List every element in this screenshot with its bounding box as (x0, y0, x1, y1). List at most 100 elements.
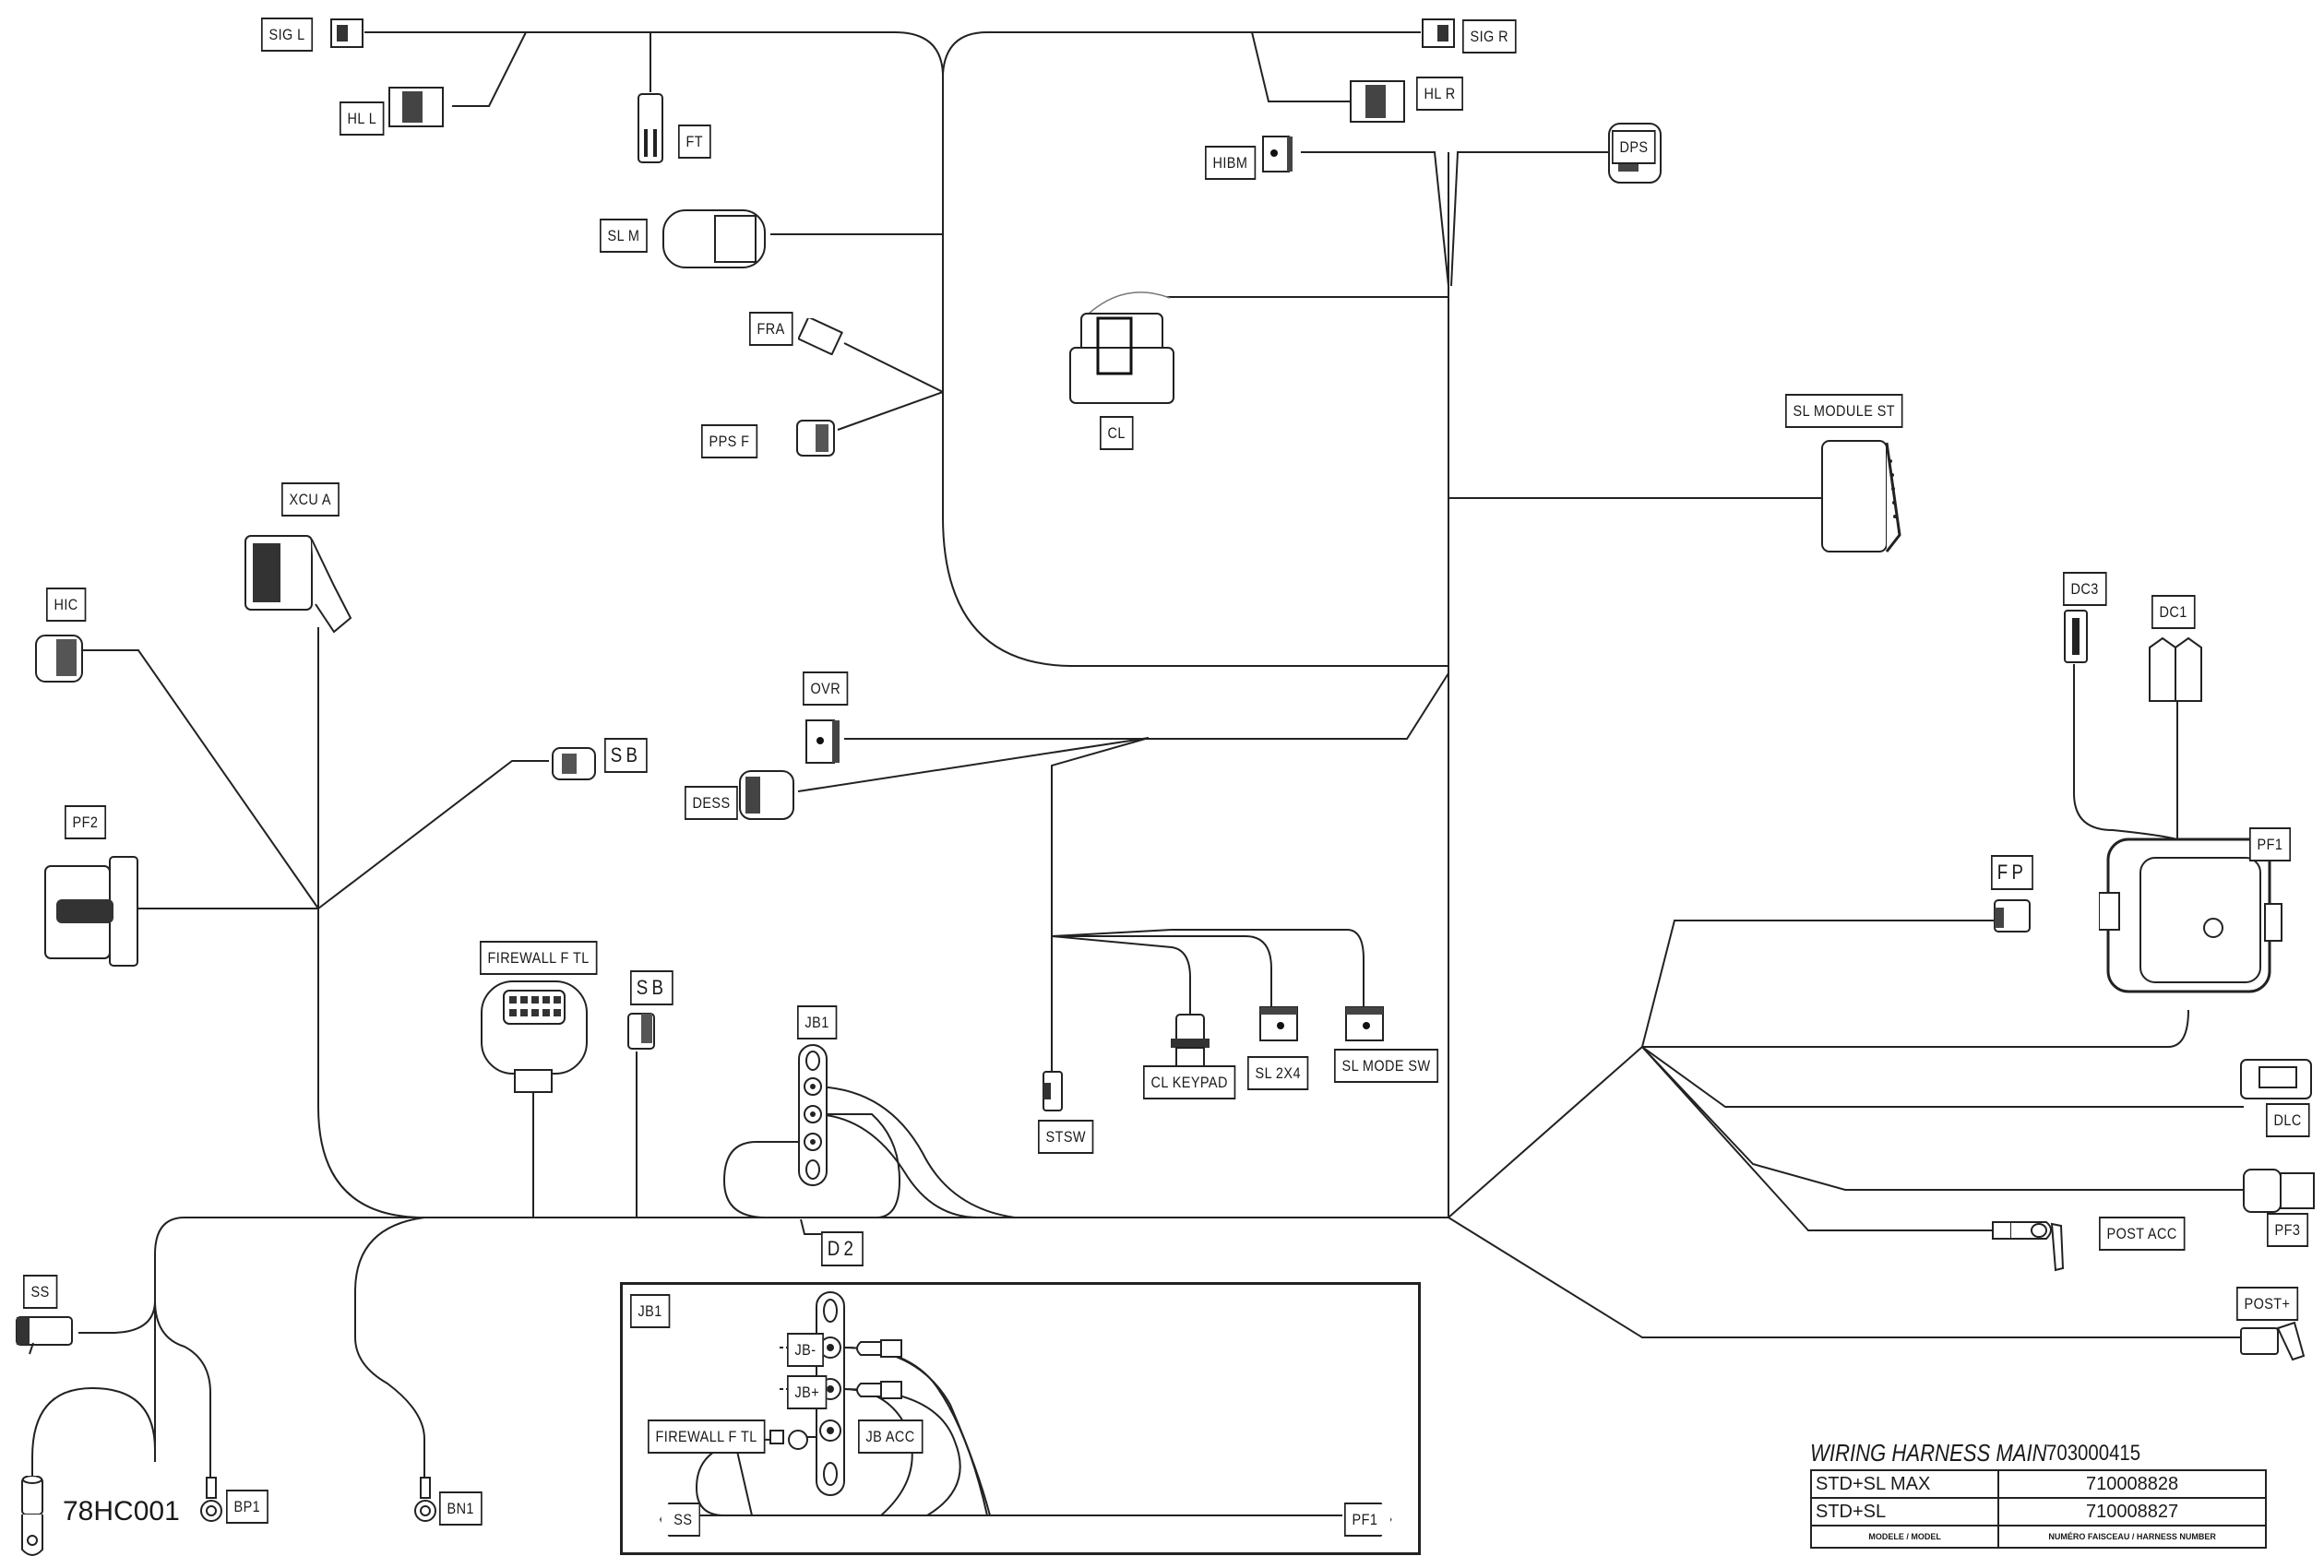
wire-post-plus (1448, 1217, 2242, 1338)
wire-fan (1448, 1046, 1643, 1218)
label-stsw: STSW (1038, 1120, 1094, 1154)
wire-jb1-a (811, 1086, 1016, 1218)
wire-hibm (1301, 151, 1449, 287)
pps-f-connector-icon (793, 415, 840, 463)
inset-ref-ss: SS (660, 1503, 700, 1537)
wire-hl-l (452, 31, 527, 107)
fp-connector-icon (1991, 895, 2035, 939)
label-sb-lower: SB (630, 970, 674, 1005)
sb-lower-connector-icon (625, 1008, 660, 1054)
model-cell: STD+SL MAX (1809, 1469, 2000, 1499)
sig-l-connector-icon (328, 14, 366, 53)
model-cell: STD+SL (1809, 1497, 2000, 1526)
wire-stsw (1051, 737, 1150, 1079)
label-hibm: HIBM (1205, 146, 1256, 180)
label-pf2: PF2 (65, 805, 106, 839)
label-hl-r: HL R (1416, 77, 1464, 111)
sl-module-st-connector-icon (1804, 434, 1905, 558)
wire-dess (797, 737, 1150, 792)
wire-hic (74, 649, 319, 909)
wire-battery-loop (31, 1386, 156, 1476)
jb1-junction-block-icon (796, 1042, 829, 1190)
title-block-table: STD+SL MAX 710008828 STD+SL 710008827 MO… (1809, 1469, 2267, 1549)
sb-upper-connector-icon (549, 742, 602, 787)
sl-m-connector-icon (660, 203, 770, 277)
label-fp: FP (1991, 855, 2034, 890)
label-sig-r: SIG R (1462, 19, 1517, 53)
title-block-row: STD+SL 710008827 (1809, 1497, 2267, 1526)
xcu-a-connector-icon (242, 530, 357, 636)
label-hic: HIC (46, 588, 87, 622)
post-acc-ring-terminal-icon (1991, 1204, 2074, 1277)
label-firewall-f-tl: FIREWALL F TL (480, 941, 598, 975)
dc1-connector-icon (2146, 636, 2205, 703)
label-pps-f: PPS F (701, 424, 757, 458)
wire-sb-upper (317, 760, 549, 909)
wire-dlc (1641, 1046, 2244, 1108)
label-sl-2x4: SL 2X4 (1247, 1056, 1309, 1090)
wire-cl-keypad (1051, 935, 1191, 1024)
pf1-fuse-box-icon (2099, 830, 2283, 1001)
cl-connector-icon (1061, 281, 1181, 406)
wire-sl-2x4 (1052, 935, 1272, 1010)
hl-r-connector-icon (1347, 74, 1412, 129)
dlc-connector-icon (2237, 1056, 2316, 1102)
inset-label-jb-minus: JB- (787, 1333, 824, 1367)
label-jb1: JB1 (797, 1005, 838, 1039)
pf2-connector-icon (42, 853, 143, 971)
stsw-connector-icon (1040, 1070, 1066, 1114)
label-post-plus: POST+ (2236, 1287, 2298, 1321)
wire-post-acc (1641, 1046, 1993, 1231)
label-dc3: DC3 (2063, 572, 2107, 606)
label-bp1: BP1 (226, 1490, 268, 1524)
label-cl: CL (1100, 416, 1134, 450)
label-xcu-a: XCU A (281, 482, 340, 517)
bp1-ring-terminal-icon (197, 1476, 225, 1527)
harness-number-header: NUMÉRO FAISCEAU / HARNESS NUMBER (1997, 1525, 2267, 1549)
drawing-id: 78HC001 (63, 1496, 180, 1526)
label-fra: FRA (749, 312, 793, 346)
label-cl-keypad: CL KEYPAD (1143, 1065, 1236, 1099)
label-sl-mode-sw: SL MODE SW (1334, 1049, 1439, 1083)
wire-dps (1450, 151, 1610, 287)
fra-connector-icon (798, 318, 844, 355)
sl-2x4-switch-icon (1257, 1004, 1301, 1044)
bn1-ring-terminal-icon (411, 1476, 439, 1527)
inset-wiring (687, 1291, 1342, 1516)
wire-dc3 (2073, 664, 2178, 840)
label-dess: DESS (685, 786, 739, 820)
wire-sl-mode-sw (1051, 929, 1365, 1010)
ovr-switch-icon (803, 715, 844, 768)
label-post-acc: POST ACC (2099, 1217, 2186, 1251)
label-pf1: PF1 (2249, 827, 2291, 861)
harness-number-cell: 710008828 (1997, 1469, 2267, 1499)
title-block-header: MODELE / MODEL NUMÉRO FAISCEAU / HARNESS… (1809, 1525, 2267, 1549)
label-dps: DPS (1612, 130, 1656, 164)
wire-jb1-loop (722, 1113, 901, 1218)
post-plus-terminal-icon (2237, 1319, 2311, 1365)
dess-connector-icon (736, 764, 801, 826)
sl-mode-sw-switch-icon (1342, 1004, 1387, 1044)
label-sl-m: SL M (600, 219, 648, 253)
label-hl-l: HL L (340, 101, 385, 136)
inset-label-jb-plus: JB+ (787, 1375, 828, 1409)
label-ovr: OVR (803, 671, 849, 706)
label-dc1: DC1 (2151, 595, 2196, 629)
wire-pps-f (837, 391, 944, 431)
label-sig-l: SIG L (261, 18, 314, 52)
label-pf3: PF3 (2267, 1213, 2308, 1247)
inset-label-firewall-f-tl: FIREWALL F TL (648, 1420, 766, 1454)
model-header: MODELE / MODEL (1809, 1525, 2000, 1549)
jb1-detail-inset: JB1 JB- JB+ JB ACC FIREWALL F TL SS PF1 (620, 1282, 1421, 1555)
harness-number-cell: 710008827 (1997, 1497, 2267, 1526)
label-dlc: DLC (2266, 1103, 2310, 1137)
wire-ovr (844, 672, 1449, 740)
pf3-connector-icon (2240, 1164, 2318, 1218)
inset-label-jb1: JB1 (630, 1294, 671, 1328)
cl-keypad-connector-icon (1167, 1013, 1213, 1074)
ss-connector-icon (11, 1310, 80, 1356)
wire-xcu-a (317, 627, 425, 1218)
wire-fra (843, 342, 944, 393)
wire-fp (1641, 920, 1997, 1048)
